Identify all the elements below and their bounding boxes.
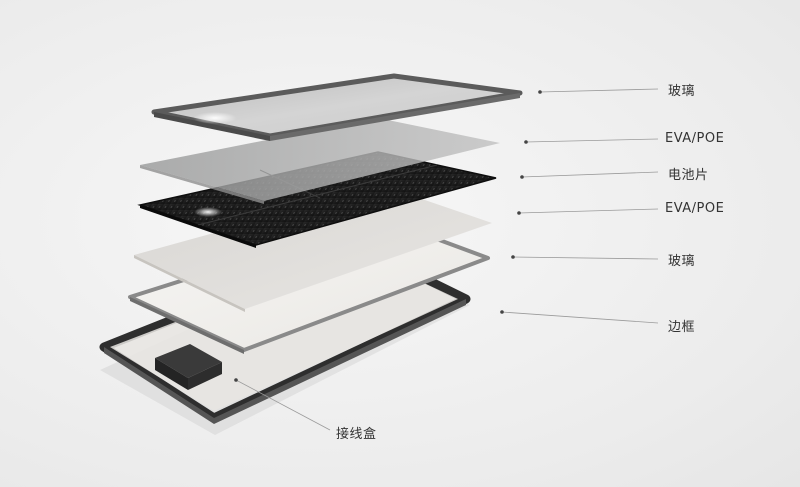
label-glass-bottom: 玻璃 bbox=[668, 254, 696, 269]
label-eva-top: EVA/POE bbox=[665, 131, 725, 146]
label-glass-top: 玻璃 bbox=[668, 84, 696, 99]
junction-box-shape bbox=[155, 344, 222, 390]
label-cells: 电池片 bbox=[668, 168, 709, 183]
top-glass-panel bbox=[151, 73, 523, 141]
leader-lines bbox=[235, 88, 659, 431]
lower-eva-sheet bbox=[134, 186, 492, 312]
upper-eva-sheet bbox=[140, 118, 500, 204]
label-frame: 边框 bbox=[668, 320, 696, 335]
leader-dots bbox=[234, 90, 542, 382]
label-eva-bottom: EVA/POE bbox=[665, 201, 725, 216]
label-junction-box: 接线盒 bbox=[336, 427, 377, 442]
